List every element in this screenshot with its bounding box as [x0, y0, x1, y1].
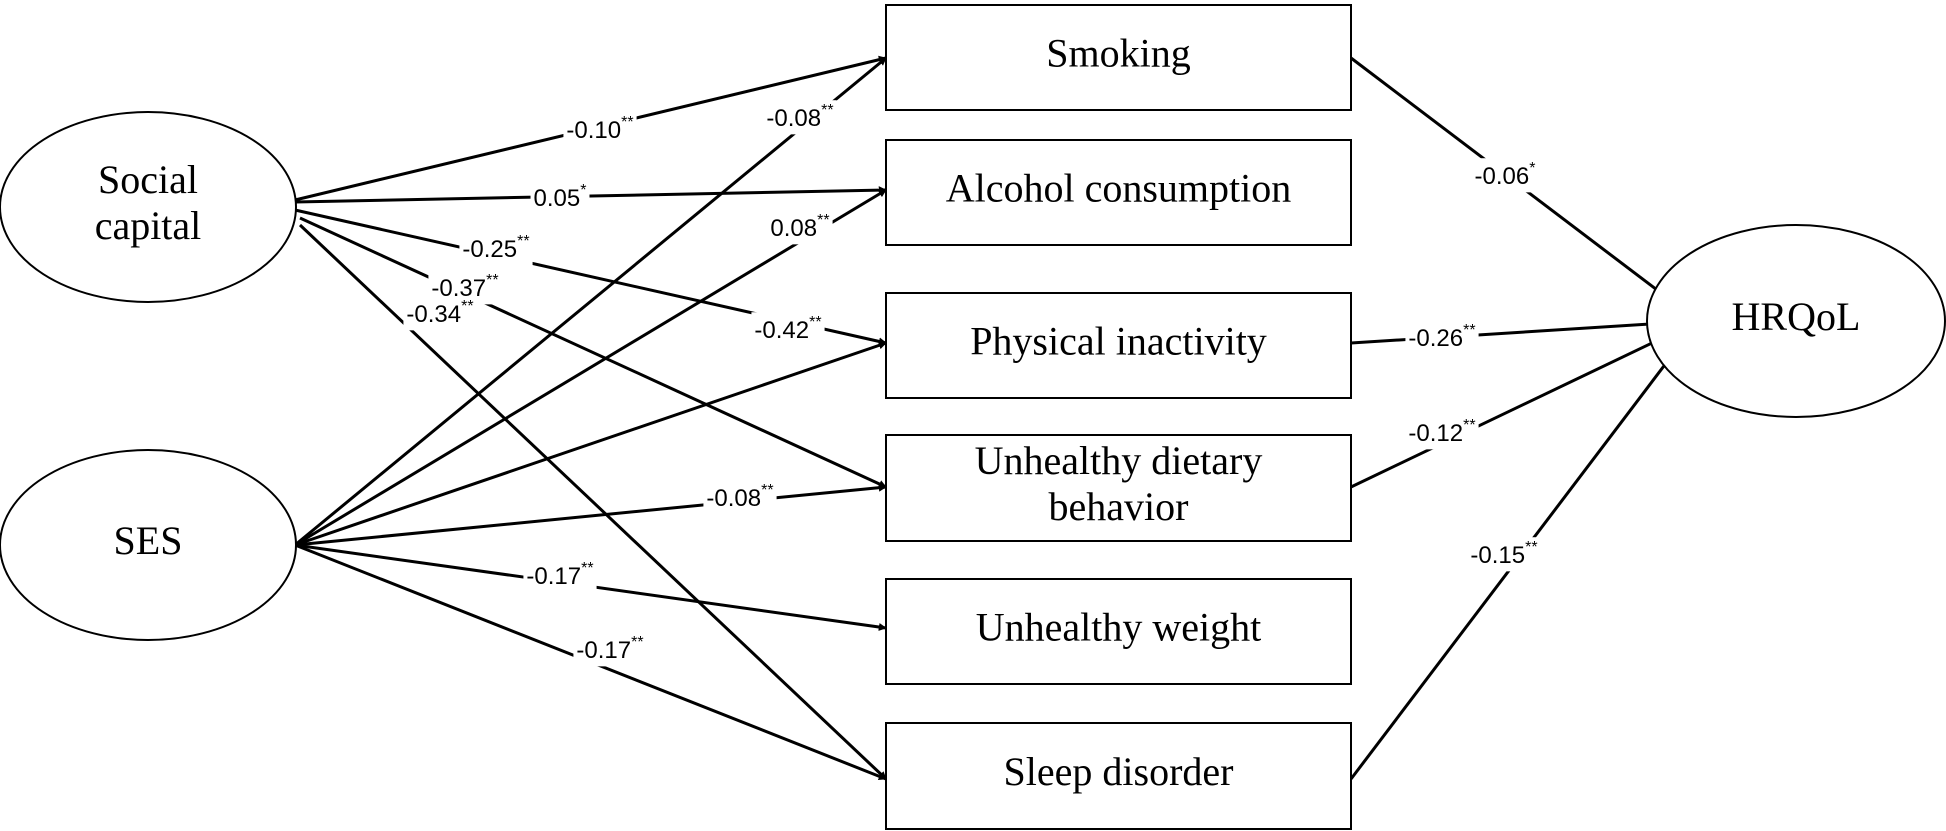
node-smoking-box	[885, 4, 1352, 111]
coef-ses-to-weight: -0.17**	[526, 560, 593, 590]
node-hrqol: HRQoL	[1646, 224, 1946, 418]
node-sleep: Sleep disorder	[885, 722, 1352, 830]
coef-background	[1405, 320, 1479, 355]
edge-physical-to-hrqol	[1350, 317, 1699, 345]
coef-background	[573, 632, 647, 667]
coef-ses-to-sleep: -0.17**	[576, 634, 643, 664]
coef-background	[763, 100, 837, 135]
coef-dietary-to-hrqol: -0.12**	[1408, 417, 1475, 447]
edge-social-capital-to-dietary	[299, 216, 887, 489]
edge-social-capital-to-sleep	[298, 223, 888, 781]
coef-background	[1471, 158, 1539, 193]
node-dietary-label: behavior	[1049, 484, 1189, 529]
node-alcohol-label: Alcohol consumption	[946, 166, 1292, 211]
edge-dietary-to-hrqol	[1350, 319, 1699, 489]
coef-ses-to-smoking: -0.08**	[766, 102, 833, 132]
node-physical: Physical inactivity	[885, 292, 1352, 399]
coef-background	[751, 312, 825, 347]
node-weight-label: Unhealthy weight	[976, 605, 1262, 650]
node-weight-box	[885, 578, 1352, 685]
coef-background	[703, 480, 777, 515]
coef-background	[403, 296, 477, 331]
edges-layer	[294, 55, 1700, 781]
coef-background	[530, 180, 590, 215]
coef-social-capital-to-physical: -0.25**	[462, 233, 529, 263]
coef-physical-to-hrqol: -0.26**	[1408, 322, 1475, 352]
node-sleep-label: Sleep disorder	[1004, 749, 1234, 794]
coef-social-capital-to-sleep: -0.34**	[406, 298, 473, 328]
labels-layer: -0.10**0.05*-0.25**-0.37**-0.34**-0.08**…	[403, 100, 1541, 667]
node-alcohol-box	[885, 139, 1352, 246]
edge-ses-to-dietary	[294, 483, 887, 547]
coef-background	[767, 210, 833, 245]
coef-ses-to-alcohol: 0.08**	[770, 212, 829, 242]
coef-background	[523, 558, 597, 593]
node-physical-label: Physical inactivity	[970, 319, 1267, 364]
coef-background	[563, 112, 637, 147]
node-hrqol-label: HRQoL	[1732, 294, 1861, 339]
coef-ses-to-physical: -0.42**	[754, 314, 821, 344]
node-dietary-box	[885, 434, 1352, 542]
coef-background	[1405, 415, 1479, 450]
coef-social-capital-to-smoking: -0.10**	[566, 114, 633, 144]
node-social-capital-label: capital	[95, 203, 202, 248]
node-ses-label: SES	[114, 518, 183, 563]
coef-social-capital-to-alcohol: 0.05*	[534, 182, 587, 212]
coef-background	[1467, 537, 1541, 572]
coef-background	[459, 231, 533, 266]
node-social-capital-ellipse	[0, 111, 297, 303]
node-ses: SES	[0, 449, 297, 641]
node-dietary-label: Unhealthy dietary	[975, 438, 1263, 483]
coef-sleep-to-hrqol: -0.15**	[1470, 539, 1537, 569]
node-ses-ellipse	[0, 449, 297, 641]
edge-ses-to-alcohol	[294, 188, 887, 547]
coef-smoking-to-hrqol: -0.06*	[1475, 160, 1536, 190]
node-weight: Unhealthy weight	[885, 578, 1352, 685]
edge-ses-to-physical	[294, 341, 887, 547]
node-social-capital-label: Social	[98, 157, 198, 202]
node-sleep-box	[885, 722, 1352, 830]
node-smoking-label: Smoking	[1046, 31, 1190, 76]
edge-social-capital-to-alcohol	[294, 186, 887, 204]
node-smoking: Smoking	[885, 4, 1352, 111]
edge-ses-to-smoking	[294, 56, 887, 547]
coef-ses-to-dietary: -0.08**	[706, 482, 773, 512]
node-physical-box	[885, 292, 1352, 399]
node-alcohol: Alcohol consumption	[885, 139, 1352, 246]
node-hrqol-ellipse	[1646, 224, 1946, 418]
